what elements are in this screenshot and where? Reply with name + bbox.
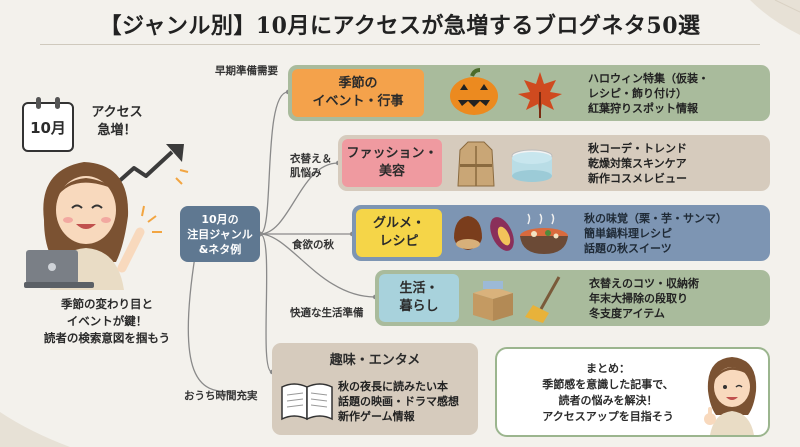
woman-thumbs-up-illustration — [704, 357, 757, 435]
sweet-potato-icon — [490, 217, 514, 251]
card-item: 話題の秋スイーツ — [584, 241, 672, 255]
summary-box: まとめ： 季節感を意識した記事で、 読者の悩みを解決！ アクセスアップを目指そう — [495, 347, 770, 437]
trench-coat-icon — [457, 141, 495, 187]
category-card-gourmet: グルメ・ レシピ 秋の味覚（栗・芋・サンマ） 簡単鍋料理レシピ 話題の秋スイーツ — [352, 205, 770, 261]
woman-with-laptop-illustration — [24, 162, 162, 290]
card-heading: ファッション・ 美容 — [342, 139, 442, 187]
open-book-icon — [281, 383, 333, 421]
access-surge-label: アクセス 急増！ — [91, 105, 143, 138]
cream-jar-icon — [511, 149, 553, 182]
category-card-hobby: 趣味・エンタメ 秋の夜長に読みたい本 話題の映画・ドラマ感想 新作ゲーム情報 — [272, 343, 478, 435]
caption-line: 読者の検索意図を掴もう — [43, 331, 171, 345]
hot-pot-icon — [520, 213, 568, 254]
card-item: 簡単鍋料理レシピ — [584, 226, 672, 240]
title-divider — [40, 44, 760, 45]
connector-1 — [259, 91, 289, 235]
page-title: 【ジャンル別】10月にアクセスが急増するブログネタ50選 — [99, 13, 701, 39]
category-card-fashion: ファッション・ 美容 秋コーデ・トレンド 乾燥対策スキンケア 新作コスメレビュー — [338, 135, 770, 191]
card-item: 秋の味覚（栗・芋・サンマ） — [584, 211, 727, 225]
card-heading: 季節の イベント・行事 — [292, 69, 424, 117]
jack-o-lantern-icon — [450, 68, 498, 115]
card-item: ハロウィン特集（仮装・ — [588, 71, 709, 85]
card-item: 秋コーデ・トレンド — [588, 141, 687, 155]
hub-node: 10月の 注目ジャンル &ネタ例 — [180, 206, 260, 262]
card-item: 秋の夜長に読みたい本 — [338, 379, 448, 393]
card-item: 衣替えのコツ・収納術 — [589, 276, 699, 290]
summary-line: まとめ： — [586, 362, 630, 375]
caption-line: 季節の変わり目と — [61, 297, 153, 311]
category-card-events: 季節の イベント・行事 ハロウィン特集（仮装・ レシピ・飾り付け） 紅葉狩りスポ… — [288, 65, 770, 121]
category-card-lifestyle: 生活・ 暮らし 衣替えのコツ・収納術 年末大掃除の段取り 冬支度アイテム — [375, 270, 770, 326]
card-item: 新作ゲーム情報 — [338, 409, 415, 423]
card-item: 紅葉狩りスポット情報 — [588, 101, 698, 115]
card-heading: グルメ・ レシピ — [356, 209, 442, 257]
connector-5 — [259, 233, 273, 373]
branch-label-3: 食欲の秋 — [292, 239, 334, 251]
calendar-icon: 10月 — [22, 97, 74, 152]
card-item: 冬支度アイテム — [589, 306, 665, 320]
card-item: 新作コスメレビュー — [588, 171, 687, 185]
broom-icon — [525, 276, 561, 323]
maple-leaf-icon — [518, 72, 562, 118]
branch-label-4: 快適な生活準備 — [290, 307, 364, 319]
summary-line: アクセスアップを目指そう — [542, 410, 674, 423]
caption-line: イベントが鍵！ — [66, 314, 148, 328]
calendar-ring — [36, 97, 41, 109]
connector-4 — [259, 233, 376, 298]
calendar-ring — [55, 97, 60, 109]
trend-arrow-icon — [114, 144, 189, 186]
summary-line: 読者の悩みを解決！ — [558, 394, 658, 407]
corner-ornament — [0, 412, 70, 447]
calendar-month: 10月 — [30, 118, 66, 137]
chestnut-icon — [454, 216, 482, 250]
card-item: レシピ・飾り付け） — [588, 86, 687, 100]
card-heading: 趣味・エンタメ — [329, 353, 421, 368]
left-caption: 季節の変わり目と イベントが鍵！ 読者の検索意図を掴もう — [18, 296, 196, 347]
card-item: 話題の映画・ドラマ感想 — [338, 394, 459, 408]
card-item: 年末大掃除の段取り — [589, 291, 688, 305]
card-heading: 生活・ 暮らし — [379, 274, 459, 322]
card-item: 乾燥対策スキンケア — [588, 156, 687, 170]
connector-2 — [259, 162, 339, 235]
branch-label-5: おうち時間充実 — [184, 390, 258, 402]
branch-label-1: 早期準備需要 — [215, 65, 278, 77]
connector-5b — [187, 249, 231, 393]
storage-box-icon — [473, 281, 513, 321]
corner-ornament — [750, 0, 800, 35]
branch-label-2: 衣替え＆ 肌悩み — [290, 153, 332, 179]
summary-line: 季節感を意識した記事で、 — [542, 378, 674, 391]
